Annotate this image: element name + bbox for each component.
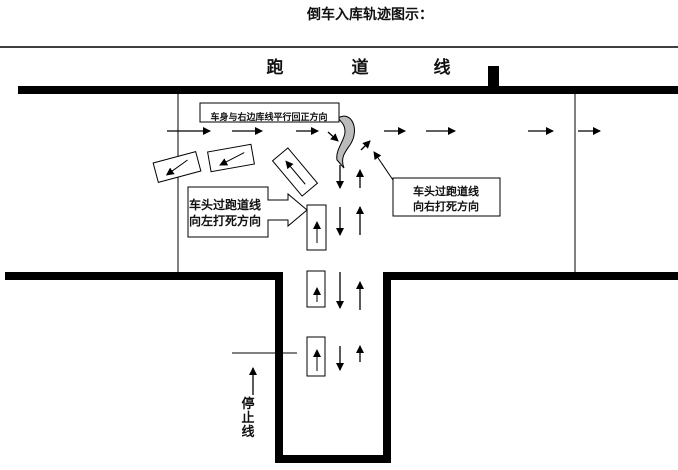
curved-return-arrow-icon: [336, 115, 355, 169]
stop-line-label-3: 线: [241, 424, 254, 440]
callout-left-line1: 车头过跑道线: [189, 197, 261, 212]
callout-right-line1: 车头过跑道线: [413, 184, 479, 198]
car-5: [306, 270, 326, 308]
callout-straighten-text: 车身与右边库线平行回正方向: [210, 111, 327, 123]
runway-label-3: 线: [434, 57, 451, 78]
runway-label-2: 道: [352, 57, 369, 78]
runway-label-1: 跑: [267, 57, 284, 78]
stop-line-label-2: 止: [241, 410, 254, 426]
car-2: [207, 143, 255, 173]
car-1: [152, 151, 202, 183]
callout-right-pointer: [373, 151, 394, 181]
runway-line: [18, 86, 678, 94]
car-3: [271, 147, 319, 197]
garage-walls: [5, 272, 678, 463]
stop-line-label-1: 停: [241, 396, 254, 412]
car-4: [306, 204, 327, 251]
car-6: [306, 336, 326, 377]
callout-left-line2: 向左打死方向: [189, 213, 261, 228]
callout-left-box: [187, 186, 308, 238]
diagram-title: 倒车入库轨迹图示：: [306, 6, 433, 23]
runway-marker: [488, 66, 499, 88]
callout-straighten-box: [199, 102, 340, 123]
callout-right-box: [392, 177, 501, 217]
travel-arrows: [167, 127, 601, 395]
callout-right-line2: 向右打死方向: [413, 199, 479, 213]
cars: [152, 143, 327, 377]
